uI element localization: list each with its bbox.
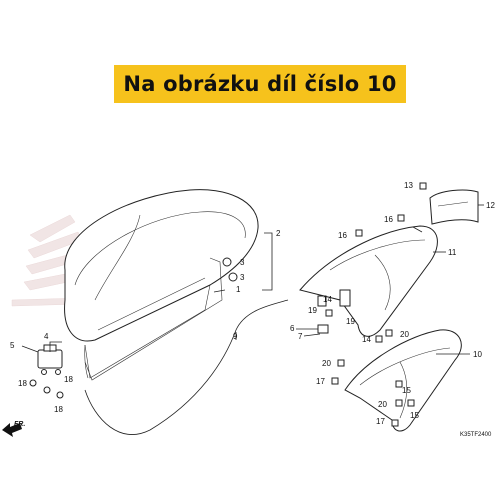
callout-17-b: 17 [376,417,385,426]
callout-16-b: 16 [338,231,347,240]
part-number-banner: Na obrázku díl číslo 10 [114,65,406,103]
leader-lines [21,204,484,355]
callout-9: 9 [233,332,238,341]
callout-6: 6 [290,324,295,333]
fasteners [29,182,427,427]
callout-3-b: 3 [240,273,245,282]
callout-19: 19 [308,306,317,315]
seat-assembly [64,189,259,379]
callout-7: 7 [298,332,303,341]
front-direction-arrow-icon [2,423,22,437]
callout-20-c: 20 [378,400,387,409]
banner-text: Na obrázku díl číslo 10 [123,72,397,96]
callout-15: 15 [402,386,411,395]
callout-18-c: 18 [54,405,63,414]
callout-20: 20 [322,359,331,368]
rear-side-cover [344,329,462,432]
callout-10: 10 [473,350,482,359]
seat-seal-trim [84,257,223,381]
callout-5: 5 [10,341,15,350]
callout-11: 11 [448,248,457,257]
callout-20-b: 20 [400,330,409,339]
rear-center-cover [299,225,438,337]
callout-1: 1 [236,285,241,294]
callout-16: 16 [384,215,393,224]
callout-4: 4 [44,332,49,341]
callout-12: 12 [486,201,495,210]
diagram-code: K35TF2400 [460,432,492,438]
rear-cover-cap [429,189,479,225]
callout-19-b: 19 [346,317,355,326]
seat-lock-cable [84,299,289,435]
callout-13: 13 [404,181,413,190]
callout-17: 17 [316,377,325,386]
callout-18: 18 [18,379,27,388]
callout-18-b: 18 [64,375,73,384]
callout-14-b: 14 [362,335,371,344]
callout-15-b: 15 [410,411,419,420]
callout-2: 2 [276,229,281,238]
callout-14: 14 [323,295,332,304]
callout-3: 3 [240,258,245,267]
direction-label: FR. [14,421,25,428]
